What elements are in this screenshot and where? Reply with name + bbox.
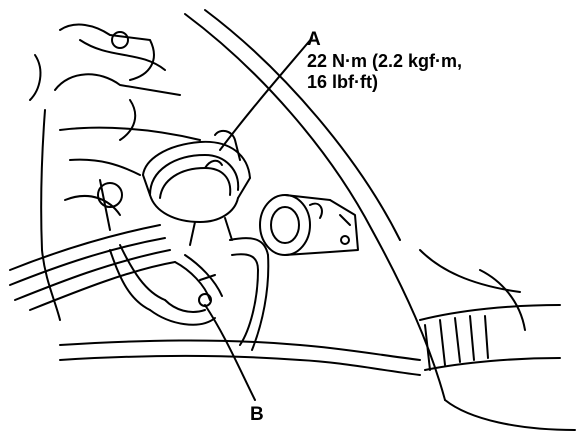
leader-line-a [219,37,313,151]
lower-pipe [59,269,561,376]
torque-spec-line-2: 16 lbf·ft) [307,72,378,92]
hose-bundle [9,224,270,351]
lower-clamp [174,254,223,307]
engine-block [29,23,201,321]
frame-rail [184,9,576,431]
sensor-cylinder [259,194,359,256]
callout-a-label: A [307,29,321,50]
leader-line-b [204,304,256,401]
torque-spec-line-1: 22 N·m (2.2 kgf·m, [307,51,463,71]
housing-assembly [142,129,251,246]
callout-b-label: B [250,404,264,425]
